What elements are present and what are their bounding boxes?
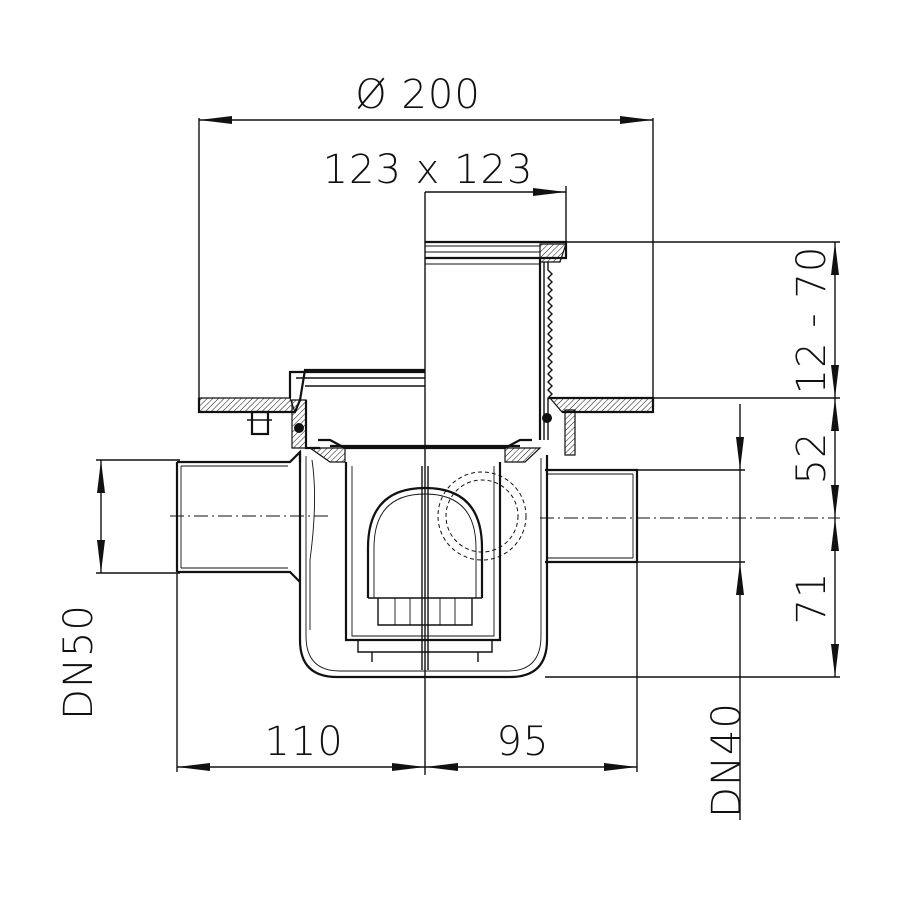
dim-dn40: DN40 bbox=[704, 702, 750, 818]
drain-body bbox=[175, 368, 655, 679]
dim-95: 95 bbox=[497, 719, 550, 765]
alternate-position-outline bbox=[437, 471, 527, 561]
dim-grate-size: 123 x 123 bbox=[323, 147, 534, 193]
odour-trap bbox=[344, 462, 502, 670]
extension-piece bbox=[425, 240, 568, 440]
dimension-labels: Ø 200 123 x 123 12 - 70 52 71 110 95 DN5… bbox=[56, 72, 835, 818]
dim-71: 71 bbox=[789, 572, 835, 625]
dimension-lines bbox=[96, 116, 840, 820]
dim-diameter: Ø 200 bbox=[355, 72, 481, 118]
dim-110: 110 bbox=[264, 719, 343, 765]
dim-dn50: DN50 bbox=[56, 604, 102, 720]
dim-height-adjust: 12 - 70 bbox=[789, 246, 835, 395]
dim-52: 52 bbox=[789, 432, 835, 485]
